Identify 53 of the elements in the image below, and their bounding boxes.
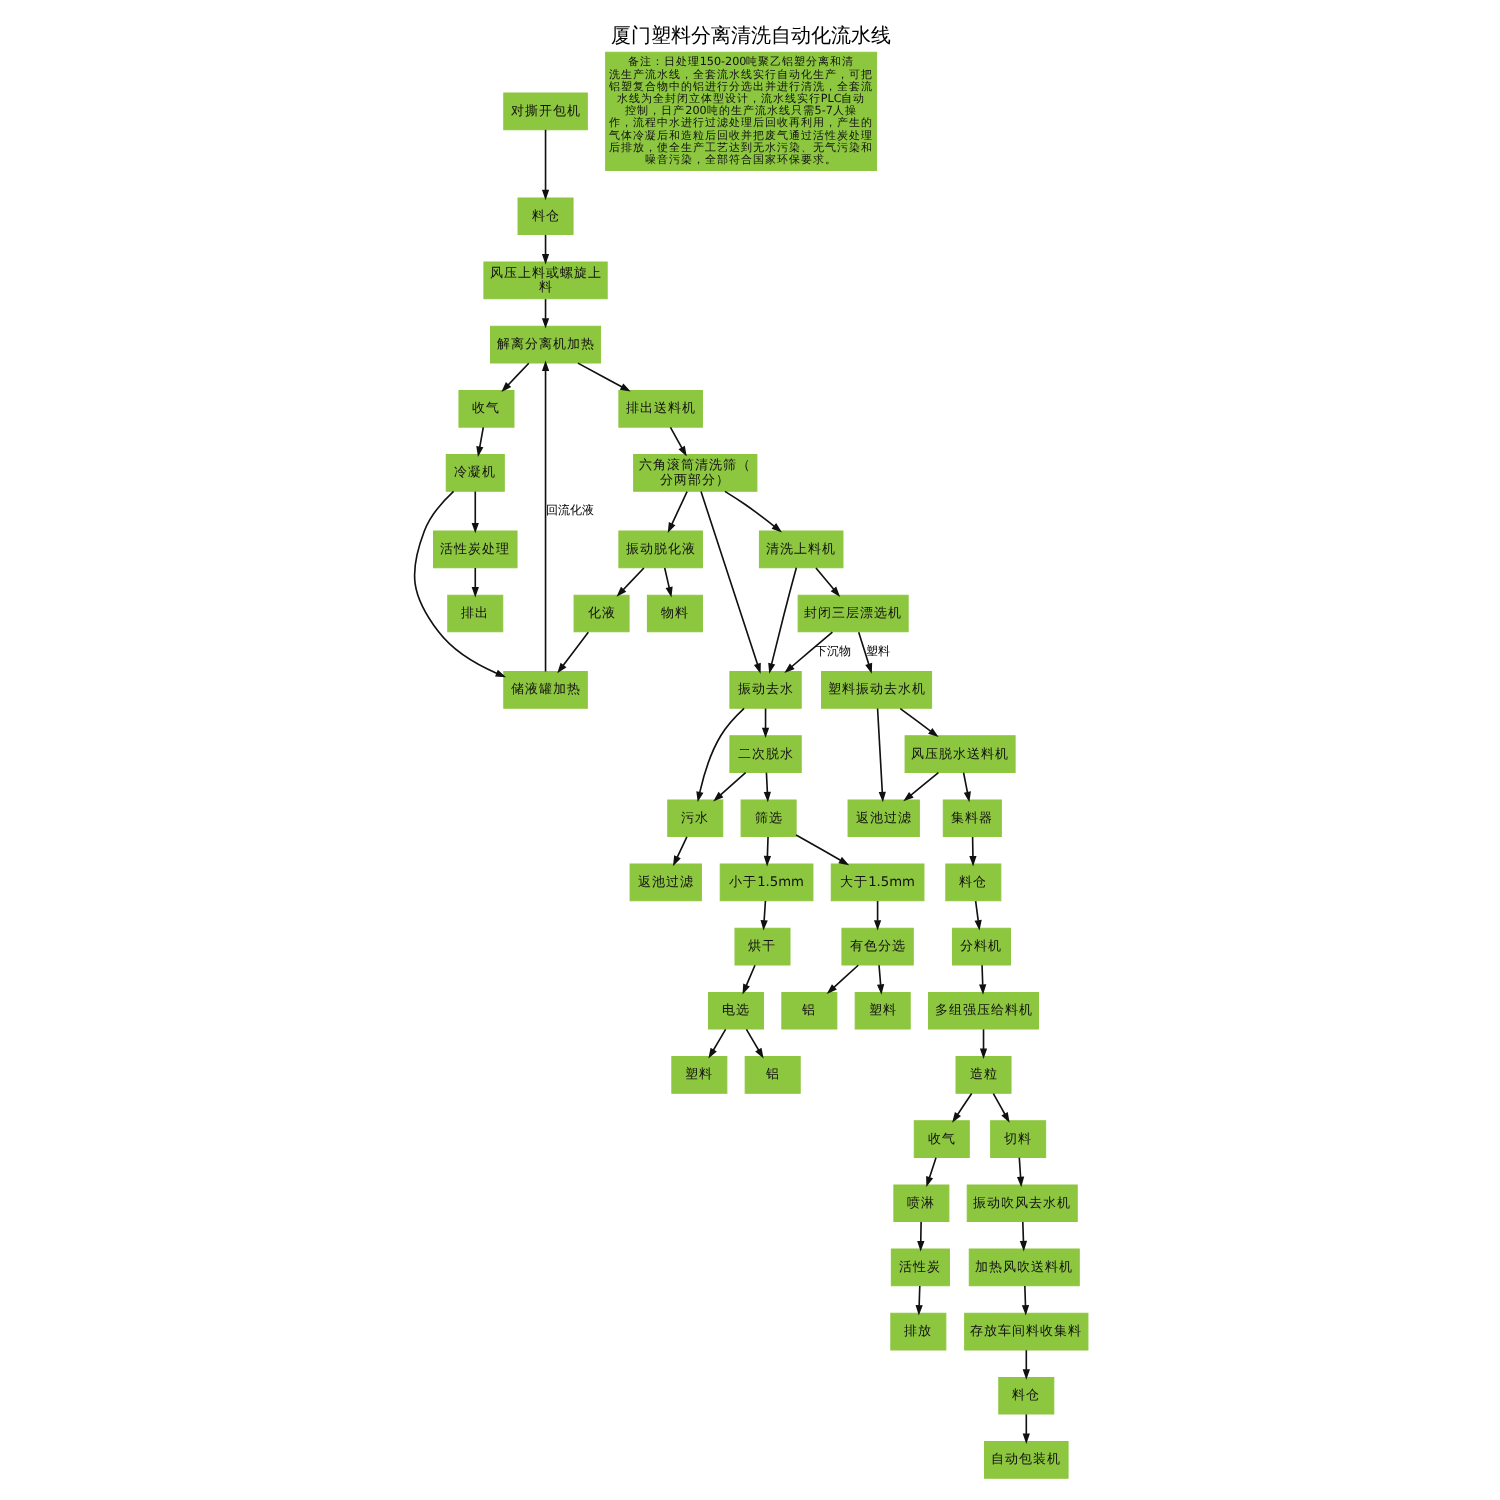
- arrow: [668, 426, 686, 457]
- arrow: [723, 490, 781, 533]
- arrow: [1021, 1413, 1029, 1444]
- arrow: [825, 964, 859, 994]
- arrow: [615, 567, 644, 597]
- arrow: [695, 707, 744, 803]
- arrow: [540, 298, 549, 329]
- arrow: [556, 631, 589, 674]
- arrow: [662, 567, 672, 598]
- arrow: [978, 964, 986, 995]
- arrow: [1018, 1221, 1027, 1252]
- arrow: [707, 1028, 726, 1059]
- arrow: [741, 964, 755, 995]
- arrow: [1021, 1349, 1029, 1380]
- arrow: [666, 490, 687, 534]
- arrow: [540, 234, 549, 265]
- arrow: [814, 567, 840, 597]
- arrow: [951, 1092, 972, 1123]
- arrow: [759, 900, 767, 931]
- arrow: [540, 360, 549, 673]
- arrow: [500, 362, 529, 393]
- arrow: [876, 964, 884, 995]
- arrow: [767, 566, 797, 674]
- arrow: [856, 631, 872, 674]
- arrow: [898, 707, 938, 738]
- arrow: [576, 362, 630, 392]
- arrow: [916, 1221, 924, 1252]
- arrow: [902, 771, 939, 802]
- arrow: [978, 1028, 987, 1059]
- arrow: [470, 490, 478, 534]
- diagram-title: 厦门塑料分离清洗自动化流水线: [610, 26, 890, 49]
- arrow: [783, 631, 833, 673]
- arrow: [1020, 1285, 1029, 1316]
- arrow: [875, 707, 885, 803]
- arrow: [1015, 1156, 1024, 1188]
- arrow: [914, 1285, 922, 1316]
- arrow: [744, 1028, 763, 1059]
- arrow: [973, 900, 981, 931]
- arrow: [794, 834, 849, 866]
- arrow: [671, 836, 687, 867]
- arrow: [968, 836, 976, 867]
- arrow: [699, 490, 760, 674]
- arrow: [760, 707, 769, 739]
- arrow: [712, 771, 746, 802]
- arrow: [762, 836, 771, 867]
- arrow: [991, 1092, 1009, 1123]
- arrow: [872, 900, 881, 931]
- arrow: [470, 567, 478, 598]
- arrow: [475, 426, 484, 457]
- arrow: [762, 771, 770, 803]
- arrow: [925, 1156, 936, 1188]
- arrow: [961, 771, 970, 803]
- arrow: [540, 129, 549, 201]
